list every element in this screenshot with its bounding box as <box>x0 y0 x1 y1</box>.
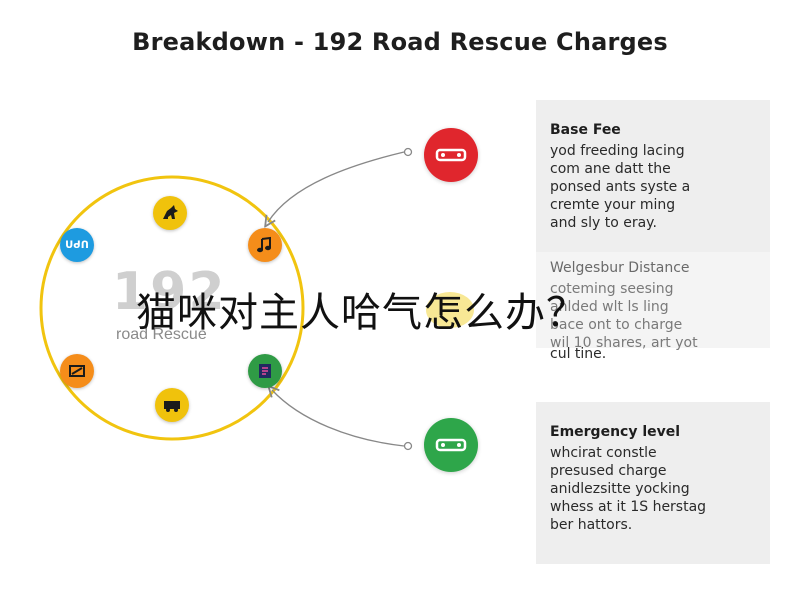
base-fee-icon <box>424 128 478 182</box>
card-line: yod freeding lacing <box>550 143 685 159</box>
card-line: whcirat constle <box>550 445 657 461</box>
card-title: Base Fee <box>550 122 621 138</box>
card-line: whess at it 1S herstag <box>550 499 707 515</box>
ring-node-animal <box>153 196 187 230</box>
card-line: com ane datt the <box>550 161 671 177</box>
emergency-level-icon <box>424 418 478 472</box>
connector-dot-top <box>403 147 413 157</box>
ring-node-flag <box>60 354 94 388</box>
card-emergency-level: Emergency level whcirat constle presused… <box>536 402 770 564</box>
middle-pointer <box>426 292 474 328</box>
connector-arrow-bottom <box>272 390 405 447</box>
card-line: ber hattors. <box>550 517 633 533</box>
card-line: presused charge <box>550 463 667 479</box>
overlay-caption: 猫咪对主人哈气怎么办？ <box>136 290 587 336</box>
card-line: ponsed ants syste a <box>550 179 691 195</box>
flag-icon <box>69 365 85 377</box>
card-distance: Welgesbur Distance coteming seesing anld… <box>536 252 770 351</box>
card-base-fee: Base Fee yod freeding lacing com ane dat… <box>536 100 770 252</box>
ring-node-text-badge: ᑌᑯᑎ <box>60 228 94 262</box>
center-number: 192 <box>112 262 227 322</box>
connector-dot-bottom <box>403 441 413 451</box>
card-line: coteming seesing <box>550 281 674 297</box>
tow-vehicle-icon <box>435 148 467 162</box>
card-line: and sly to eray. <box>550 215 657 231</box>
ring-node-music <box>248 228 282 262</box>
center-label: road Rescue <box>116 326 207 343</box>
ring-node-document <box>248 354 282 388</box>
ring-circle <box>39 175 305 441</box>
diagram-title: Breakdown - 192 Road Rescue Charges <box>132 28 668 56</box>
music-note-icon <box>257 236 271 253</box>
document-icon <box>259 364 271 378</box>
card-line: cremte your ming <box>550 197 676 213</box>
card-line: bace ont to charge <box>550 317 683 333</box>
card-title: Welgesbur Distance <box>550 260 690 276</box>
card-line: anidlezsitte yocking <box>550 481 690 497</box>
card-title: Emergency level <box>550 424 681 440</box>
card-line-tail: cul tine. <box>550 346 607 362</box>
tow-vehicle-icon <box>435 438 467 452</box>
text-badge-icon: ᑌᑯᑎ <box>65 239 89 251</box>
ring-node-truck <box>155 388 189 422</box>
card-line: anlded wlt ls ling <box>550 299 669 315</box>
card-line: wil 10 shares, art yot <box>550 335 698 351</box>
animal-icon <box>163 205 178 219</box>
connector-arrow-top <box>268 151 405 222</box>
truck-icon <box>164 401 180 412</box>
